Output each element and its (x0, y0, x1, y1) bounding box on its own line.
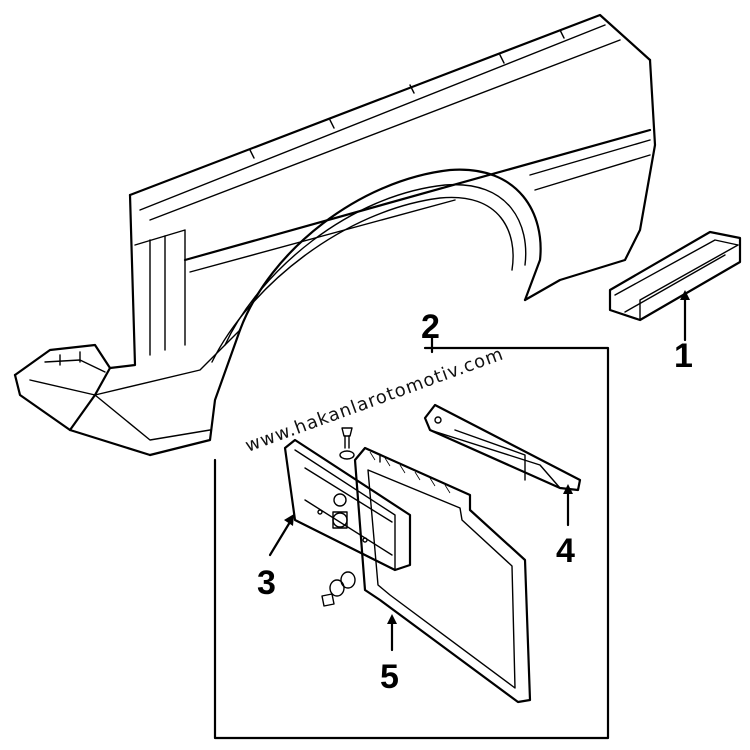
callout-2: 2 (421, 308, 440, 346)
fastener-washers (321, 571, 356, 607)
watermark-text: www.hakanlarotomotiv.com (243, 343, 507, 456)
mudflap-frame-part (353, 446, 532, 704)
callout-1: 1 (674, 337, 693, 375)
bracket-part (423, 403, 582, 492)
callout-3: 3 (257, 564, 276, 602)
fender-panel (13, 13, 657, 457)
mounting-plate-part (283, 438, 412, 572)
callout-5: 5 (380, 658, 399, 696)
molding-part (608, 230, 742, 322)
inset-frame (213, 346, 610, 740)
callout-4: 4 (556, 532, 575, 570)
leader-arrows (268, 290, 690, 652)
fastener-bolt (339, 427, 355, 460)
